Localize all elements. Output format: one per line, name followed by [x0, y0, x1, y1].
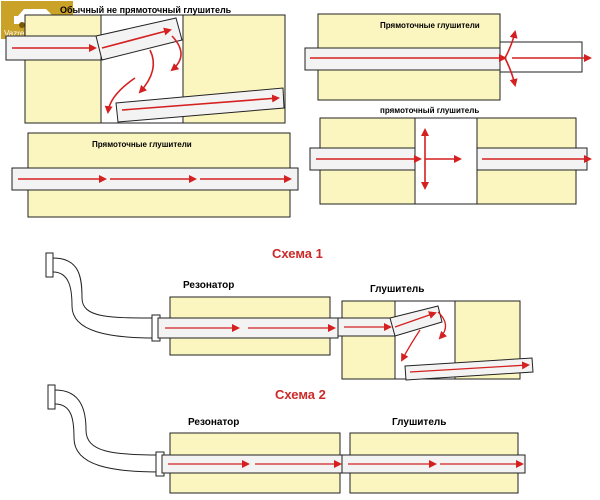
muffler-label: Глушитель [370, 284, 424, 295]
ordinary-muffler: Обычный не прямоточный глушитель [5, 5, 286, 124]
scheme-2: Схема 2 Резонатор Глушитель [47, 384, 526, 494]
flow-arrow [401, 329, 421, 362]
flow-arrow [104, 77, 136, 114]
scheme-1: Схема 1 Резонатор Глушитель [45, 246, 534, 381]
exhaust-pipe-edge [54, 403, 161, 473]
exhaust-flange [45, 252, 54, 278]
straight-muffler-middle-right: прямоточный глушитель [309, 106, 592, 205]
straight-muffler-top-right: Прямоточные глушители [304, 13, 592, 101]
car-wheel-icon [19, 22, 25, 28]
straight-muffler-middle-left: Прямоточные глушители [11, 132, 299, 218]
flow-arrow [504, 30, 518, 59]
muffler-chamber [499, 41, 583, 73]
straight-through-label: Прямоточные глушители [380, 21, 480, 30]
exhaust-pipe-edge [52, 257, 156, 319]
inner-pipe [304, 47, 501, 71]
exhaust-flange [47, 384, 56, 410]
straight-through-label: Прямоточные глушители [92, 140, 192, 149]
scheme-title: Схема 1 [272, 246, 323, 261]
outlet-pipe [115, 87, 285, 123]
muffler-label: Глушитель [392, 417, 446, 428]
flow-arrow [437, 311, 448, 340]
resonator-label: Резонатор [188, 417, 239, 428]
flow-arrow [170, 35, 182, 72]
flow-arrow [409, 361, 530, 373]
scheme-title: Схема 2 [275, 387, 326, 402]
flow-arrow [101, 27, 172, 49]
flow-arrow [504, 57, 518, 87]
flow-arrow [121, 94, 280, 111]
exhaust-pipe-edge [54, 389, 161, 456]
flow-arrow [394, 311, 437, 328]
ordinary-muffler-label: Обычный не прямоточный глушитель [60, 5, 232, 15]
flow-arrow [138, 49, 155, 94]
straight-through-single-label: прямоточный глушитель [380, 106, 479, 115]
exhaust-pipe-edge [52, 271, 156, 339]
resonator-label: Резонатор [183, 280, 234, 291]
